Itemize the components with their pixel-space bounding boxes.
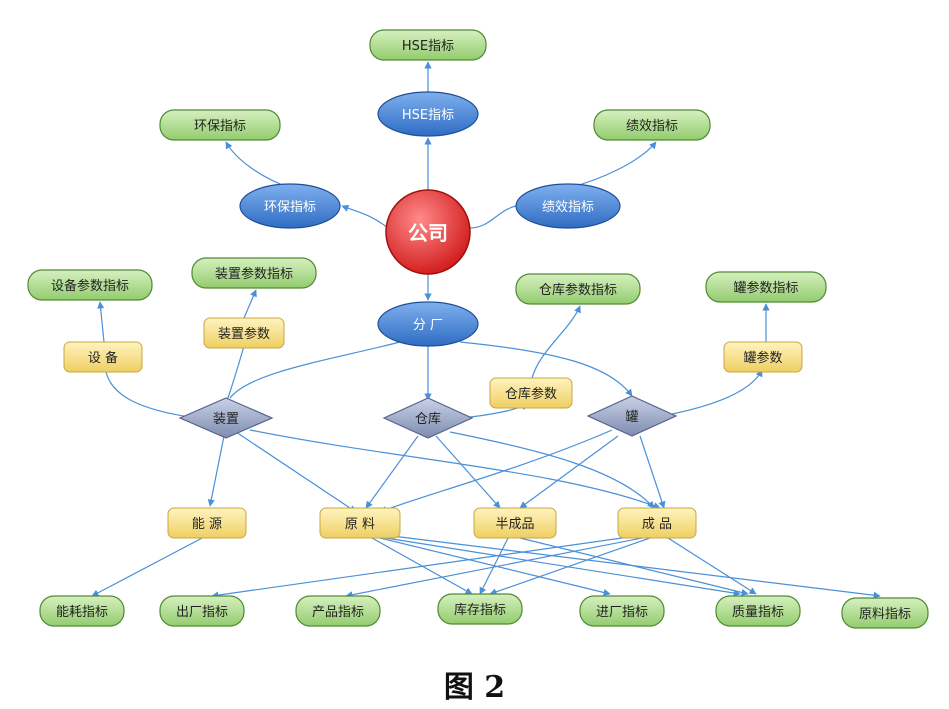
edge-product-outbound <box>211 535 637 599</box>
edge-warehouse-raw <box>365 435 419 509</box>
metric-nodes: HSE指标 环保指标 绩效指标 设备参数指标 装置参数指标 仓库参数指标 罐参数… <box>27 29 929 629</box>
node-tank-param-metric: 罐参数指标 <box>705 271 827 303</box>
yellow-nodes: 设 备 装置参数 仓库参数 罐参数 能 源 原 料 半成品 成 品 <box>63 317 803 539</box>
node-raw-metric-label: 原料指标 <box>859 607 911 622</box>
node-output-metric-label: 产品指标 <box>312 605 364 620</box>
node-warehouse: 仓库 <box>382 397 474 439</box>
node-hse-metric: HSE指标 <box>369 29 487 61</box>
node-semi-label: 半成品 <box>495 517 534 532</box>
edge-raw-quality <box>385 537 741 597</box>
edge-product-inventory <box>489 537 651 596</box>
node-equip: 设 备 <box>63 341 143 373</box>
node-raw-metric: 原料指标 <box>841 597 929 629</box>
node-semi: 半成品 <box>473 507 557 539</box>
node-hse-label: HSE指标 <box>402 108 454 123</box>
edge-energy-energymetric <box>91 535 207 597</box>
node-perf-metric-label: 绩效指标 <box>626 119 678 134</box>
node-energy-metric: 能耗指标 <box>39 595 125 627</box>
edge-company-env <box>341 204 389 229</box>
node-outbound-metric: 出厂指标 <box>159 595 245 627</box>
node-env-metric-label: 环保指标 <box>194 119 246 134</box>
node-company: 公司 <box>385 189 471 275</box>
node-branch-label: 分 厂 <box>413 318 443 333</box>
node-inbound-metric: 进厂指标 <box>579 595 665 627</box>
node-branch: 分 厂 <box>377 301 479 347</box>
node-device-param: 装置参数 <box>203 317 285 349</box>
edge-tank-semi <box>519 435 619 509</box>
node-env: 环保指标 <box>239 183 341 229</box>
node-device-param-metric: 装置参数指标 <box>191 257 317 289</box>
edge-semi-quality <box>519 537 749 596</box>
node-device-param-metric-label: 装置参数指标 <box>215 266 293 282</box>
node-raw-label: 原 料 <box>345 517 375 532</box>
node-tank-param-metric-label: 罐参数指标 <box>733 280 798 296</box>
edge-product-quality <box>667 537 757 595</box>
node-raw: 原 料 <box>319 507 401 539</box>
node-tank: 罐 <box>586 395 678 437</box>
node-device: 装置 <box>178 397 274 439</box>
figure-caption: 图 2 <box>443 670 506 705</box>
node-company-label: 公司 <box>408 221 448 245</box>
blue-nodes: HSE指标 环保指标 绩效指标 分 厂 <box>239 91 621 347</box>
node-energy: 能 源 <box>167 507 247 539</box>
node-equip-param-metric: 设备参数指标 <box>27 269 153 301</box>
edge-semi-inventory <box>479 537 509 595</box>
node-product: 成 品 <box>617 507 697 539</box>
node-perf-metric: 绩效指标 <box>593 109 711 141</box>
node-energy-label: 能 源 <box>192 517 222 532</box>
node-warehouse-param: 仓库参数 <box>489 377 573 409</box>
node-hse-metric-label: HSE指标 <box>402 39 454 54</box>
node-quality-metric: 质量指标 <box>715 595 801 627</box>
diamond-nodes: 装置 仓库 罐 <box>178 395 678 439</box>
node-device-param-label: 装置参数 <box>218 326 270 342</box>
node-equip-label: 设 备 <box>88 350 118 366</box>
node-warehouse-param-metric: 仓库参数指标 <box>515 273 641 305</box>
node-tank-param-label: 罐参数 <box>743 350 782 366</box>
edge-perf-perfmetric <box>567 141 657 189</box>
edge-warehouse-product <box>449 431 655 509</box>
edge-equip-equipmetric <box>97 301 105 343</box>
edge-tank-product <box>639 435 666 509</box>
edge-device-deviceparam <box>225 345 245 405</box>
node-output-metric: 产品指标 <box>295 595 381 627</box>
edge-tank-raw <box>379 429 613 513</box>
edge-company-perf <box>469 205 517 229</box>
node-equip-param-metric-label: 设备参数指标 <box>51 278 129 294</box>
node-perf: 绩效指标 <box>515 183 621 229</box>
edge-tank-tankparam <box>671 369 763 415</box>
node-outbound-metric-label: 出厂指标 <box>176 605 228 620</box>
node-inventory-metric-label: 库存指标 <box>454 602 506 618</box>
edge-env-envmetric <box>225 141 291 189</box>
edge-device-equip <box>105 371 197 419</box>
edge-deviceparam-metric <box>243 289 257 319</box>
node-device-label: 装置 <box>213 412 239 427</box>
node-warehouse-param-metric-label: 仓库参数指标 <box>539 282 617 298</box>
edge-device-product <box>249 429 661 510</box>
edge-warehouse-semi <box>435 435 501 509</box>
edge-branch-device <box>229 341 401 399</box>
node-env-label: 环保指标 <box>264 200 316 215</box>
edge-whparam-metric <box>531 305 581 379</box>
node-warehouse-label: 仓库 <box>415 411 441 427</box>
node-warehouse-param-label: 仓库参数 <box>505 386 557 402</box>
edge-device-raw <box>235 431 357 513</box>
node-hse: HSE指标 <box>377 91 479 137</box>
edge-product-output <box>345 537 643 599</box>
node-product-label: 成 品 <box>642 517 672 532</box>
edge-raw-inbound <box>379 537 611 596</box>
edge-device-energy <box>207 435 225 507</box>
node-quality-metric-label: 质量指标 <box>732 605 784 620</box>
node-env-metric: 环保指标 <box>159 109 281 141</box>
node-inbound-metric-label: 进厂指标 <box>596 605 648 620</box>
node-perf-label: 绩效指标 <box>542 200 594 215</box>
node-tank-param: 罐参数 <box>723 341 803 373</box>
node-energy-metric-label: 能耗指标 <box>56 605 108 620</box>
node-inventory-metric: 库存指标 <box>437 593 523 625</box>
node-tank-label: 罐 <box>625 410 638 425</box>
edge-branch-tank <box>459 341 633 397</box>
